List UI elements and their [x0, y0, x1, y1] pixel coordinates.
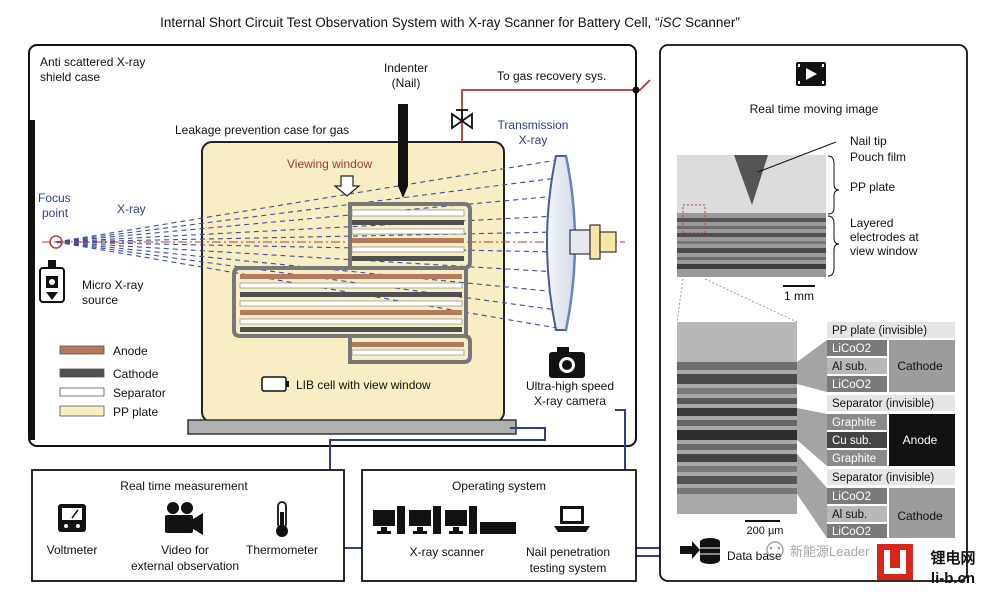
video-label-1: Video for — [161, 543, 209, 557]
base-plate — [187, 419, 517, 435]
xray-detector — [546, 155, 617, 331]
cell-label: LIB cell with view window — [296, 378, 431, 392]
legend-label-cathode: Cathode — [113, 367, 159, 381]
voltmeter-label: Voltmeter — [47, 543, 98, 557]
layer-label-sep-1: Separator (invisible) — [832, 398, 934, 410]
cathode-label-2: Cathode — [897, 509, 943, 523]
xray-image-top — [677, 155, 826, 277]
layered-label-1: Layered — [850, 216, 893, 230]
layer-label-licoo2-3: LiCoO2 — [832, 491, 871, 503]
computer-icon — [373, 506, 516, 534]
source-label-2: source — [82, 293, 118, 307]
nail-tip-pointer — [757, 141, 837, 173]
legend-swatch-cathode — [59, 368, 105, 378]
legend-label-separator: Separator — [113, 386, 166, 400]
title-suffix: Scanner” — [681, 15, 740, 30]
layer-label-sep-2: Separator (invisible) — [832, 472, 934, 484]
title-italic: iSC — [660, 15, 682, 30]
title-prefix: Internal Short Circuit Test Observation … — [160, 15, 659, 30]
voltmeter-icon — [58, 504, 86, 532]
layer-table: PP plate (invisible) LiCoO2 Al sub. LiCo… — [797, 322, 955, 538]
indenter-nail — [398, 104, 408, 198]
wechat-text: 新能源Leader — [790, 544, 870, 559]
battery-cell-layers — [232, 202, 472, 364]
layer-label-graphite-2: Graphite — [832, 453, 876, 465]
nail-testing-label-2: testing system — [530, 561, 607, 575]
layered-label-2: electrodes at — [850, 230, 919, 244]
indenter-label-2: (Nail) — [392, 76, 421, 90]
xray-source-icon — [39, 260, 65, 303]
logo-cn: 锂电网 — [930, 549, 975, 567]
film-icon — [796, 62, 826, 86]
gas-label: To gas recovery sys. — [497, 69, 606, 83]
gas-junction — [632, 86, 640, 94]
xray-image-zoom — [677, 322, 797, 514]
gas-line — [461, 79, 651, 142]
legend-label-pp-plate: PP plate — [113, 405, 158, 419]
site-logo: 锂电网 li-b.cn — [877, 544, 976, 587]
database-label: Data base — [727, 549, 782, 563]
indenter-label-1: Indenter — [384, 61, 428, 75]
battery-icon — [261, 376, 289, 392]
camera-label-2: X-ray camera — [534, 394, 606, 408]
camera-label-1: Ultra-high speed — [526, 379, 614, 393]
video-label-2: external observation — [131, 559, 239, 573]
zoom-line-left — [676, 278, 684, 323]
shield-label-2: shield case — [40, 70, 100, 84]
wechat-watermark: 新能源Leader — [766, 541, 870, 559]
logo-en: li-b.cn — [931, 570, 975, 587]
legend-label-anode: Anode — [113, 344, 148, 358]
focus-label-2: point — [42, 206, 69, 220]
legend-swatch-separator — [59, 387, 105, 397]
nail-testing-label-1: Nail penetration — [526, 545, 610, 559]
layer-label-licoo2-4: LiCoO2 — [832, 526, 871, 538]
cathode-label-1: Cathode — [897, 359, 943, 373]
layer-label-graphite-1: Graphite — [832, 417, 876, 429]
legend-swatch-anode — [59, 345, 105, 355]
layered-brace — [827, 215, 840, 277]
camera-icon — [549, 347, 585, 378]
realtime-label: Real time moving image — [750, 102, 879, 116]
scanner-label: X-ray scanner — [410, 545, 485, 559]
operating-title: Operating system — [452, 479, 546, 493]
leak-case-label: Leakage prevention case for gas — [175, 123, 349, 137]
viewing-window-arrow — [333, 175, 361, 197]
laptop-icon — [554, 506, 590, 532]
layer-label-pp: PP plate (invisible) — [832, 325, 927, 337]
scale-1mm-label: 1 mm — [784, 289, 814, 303]
scale-200um-label: 200 µm — [747, 525, 784, 537]
measurement-title: Real time measurement — [120, 479, 248, 493]
shield-label-1: Anti scattered X-ray — [40, 55, 145, 69]
pp-plate-brace — [827, 155, 840, 215]
focus-label-1: Focus — [38, 191, 71, 205]
layer-label-cu: Cu sub. — [832, 435, 872, 447]
layer-label-al-2: Al sub. — [832, 509, 867, 521]
pp-plate-label: PP plate — [850, 180, 895, 194]
shield-wall — [29, 120, 35, 440]
video-camera-icon — [165, 502, 203, 535]
legend-swatch-pp-plate — [59, 405, 105, 417]
page-title: Internal Short Circuit Test Observation … — [160, 15, 740, 30]
layer-label-al-1: Al sub. — [832, 361, 867, 373]
layer-label-licoo2-2: LiCoO2 — [832, 379, 871, 391]
xray-label: X-ray — [117, 202, 146, 216]
database-icon — [680, 538, 720, 564]
layered-label-3: view window — [850, 244, 918, 258]
source-label-1: Micro X-ray — [82, 278, 143, 292]
thermometer-icon — [276, 501, 288, 537]
nail-tip-label: Nail tip — [850, 134, 887, 148]
layer-label-licoo2-1: LiCoO2 — [832, 343, 871, 355]
thermometer-label: Thermometer — [246, 543, 318, 557]
transmission-label-2: X-ray — [519, 133, 548, 147]
valve-icon — [451, 109, 473, 130]
legend: Anode Cathode Separator PP plate — [59, 344, 166, 419]
viewing-window-label: Viewing window — [287, 157, 372, 171]
transmission-label-1: Transmission — [498, 118, 569, 132]
focus-point — [49, 235, 63, 249]
zoom-line-right — [704, 278, 798, 323]
pouch-film-label: Pouch film — [850, 150, 906, 164]
anode-label: Anode — [903, 433, 938, 447]
